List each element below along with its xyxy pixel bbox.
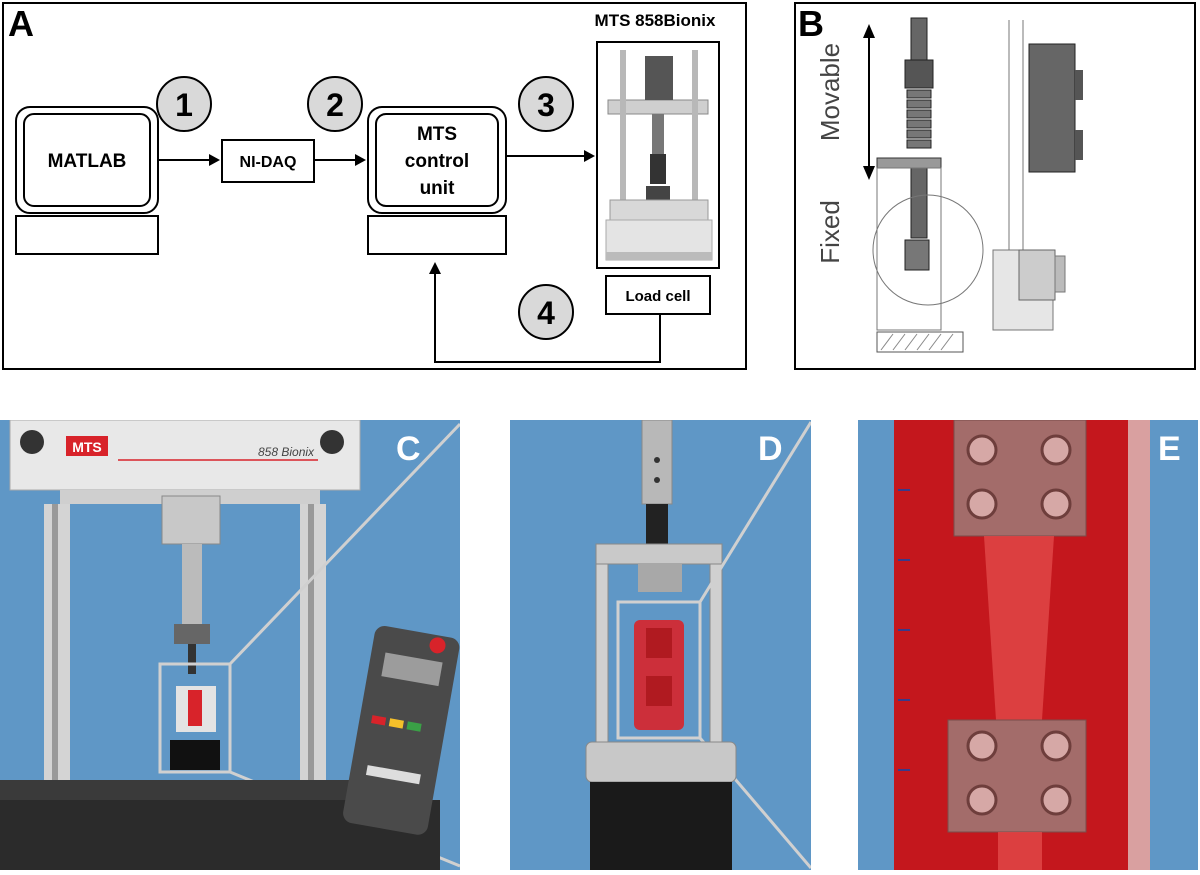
step-circle-4: 4 <box>518 284 574 340</box>
tendon-specimen <box>984 536 1054 720</box>
panel-c: MTS 858 Bionix C <box>0 419 462 870</box>
panel-c-letter: C <box>396 430 421 468</box>
matlab-computer: MATLAB <box>15 106 159 255</box>
step-2-label: 2 <box>326 87 344 123</box>
step-4-label: 4 <box>537 295 555 331</box>
panel-e: E <box>858 419 1198 870</box>
step-3-label: 3 <box>537 87 555 123</box>
movable-arrow <box>863 24 875 180</box>
control-label-2: control <box>405 151 469 172</box>
step-1-label: 1 <box>175 87 193 123</box>
ni-daq-label: NI-DAQ <box>240 154 297 171</box>
mts-logo <box>66 436 108 456</box>
side-clamp-lower <box>992 249 1066 331</box>
panel-d-letter: D <box>758 430 783 468</box>
mts-model: 858 Bionix <box>258 445 315 459</box>
flow-diagram: MATLAB NI-DAQ MTS control unit MTS 858Bi… <box>2 2 747 370</box>
panel-e-letter: E <box>1158 430 1181 468</box>
fixture-photo <box>510 419 813 870</box>
machine-title: MTS 858Bionix <box>595 11 716 30</box>
panel-b: Movable Fixed <box>793 0 1198 372</box>
fixed-label: Fixed <box>815 200 845 264</box>
load-cell-label: Load cell <box>625 288 690 305</box>
movable-label: Movable <box>815 43 845 141</box>
specimen-closeup-photo <box>858 419 1198 870</box>
control-unit-computer: MTS control unit <box>367 106 507 255</box>
control-label-3: unit <box>420 178 455 199</box>
load-cell-box <box>605 275 711 315</box>
zoom-region-d <box>616 600 702 740</box>
clamp-drawing: Movable Fixed <box>794 2 1196 370</box>
step-circle-2: 2 <box>307 76 363 132</box>
flow-arrows <box>158 150 661 363</box>
base-plate <box>876 331 964 353</box>
machine-image-box: MTS 858Bionix Load cell <box>595 11 720 315</box>
panel-b-letter: B <box>798 3 824 44</box>
panel-a-letter: A <box>8 3 34 44</box>
step-circle-1: 1 <box>156 76 212 132</box>
step-circle-3: 3 <box>518 76 574 132</box>
mts-brand: MTS <box>72 439 102 455</box>
machine-photo: MTS 858 Bionix <box>0 419 462 870</box>
handset-controller <box>343 626 460 835</box>
control-label-1: MTS <box>417 124 457 145</box>
zoom-region <box>158 662 232 774</box>
matlab-label: MATLAB <box>48 151 127 172</box>
ni-daq-box: NI-DAQ <box>221 139 315 183</box>
panel-d: D <box>510 419 813 870</box>
side-clamp-upper <box>1028 43 1083 173</box>
panel-a: MATLAB NI-DAQ MTS control unit MTS 858Bi… <box>0 0 752 372</box>
